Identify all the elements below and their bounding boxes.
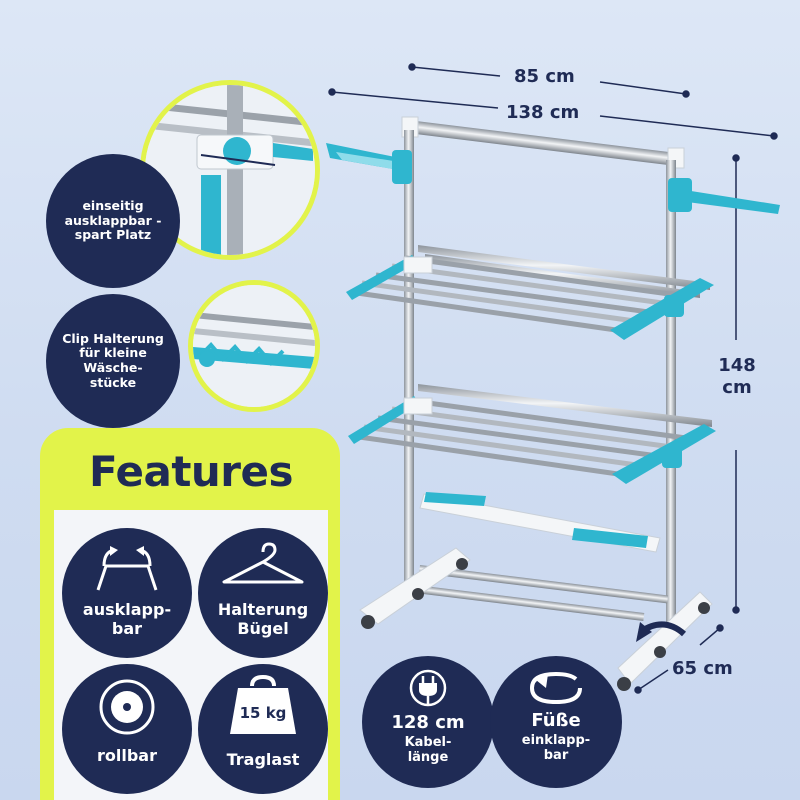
dimension-lines xyxy=(328,63,778,694)
fold-one-side-text: einseitig ausklappbar - spart Platz xyxy=(64,197,162,243)
feet-foldable-badge: Füße einklapp- bar xyxy=(490,656,622,788)
feature-load-label: Traglast xyxy=(226,750,300,769)
feature-wheels-label: rollbar xyxy=(97,746,157,765)
feature-load-value: 15 kg xyxy=(239,704,287,722)
fold-one-side-badge: einseitig ausklappbar - spart Platz xyxy=(46,154,180,288)
feet-label: einklapp- bar xyxy=(521,733,591,763)
cable-length-label: Kabel- länge xyxy=(404,735,452,765)
feature-expandable-label: ausklapp- bar xyxy=(82,600,172,639)
features-title: Features xyxy=(89,447,294,496)
dimension-depth: 65 cm xyxy=(672,658,733,679)
plug-icon xyxy=(409,669,447,707)
rotate-arrow-icon xyxy=(529,671,582,705)
expand-arrows-icon xyxy=(96,546,158,591)
feature-hanger-label: Halterung Bügel xyxy=(217,600,309,639)
clip-holder-text: Clip Halterung für kleine Wäsche- stücke xyxy=(62,330,164,390)
dimension-width-outer: 138 cm xyxy=(506,102,580,123)
feature-expandable: ausklapp- bar xyxy=(62,528,192,658)
upper-shelf xyxy=(346,245,714,340)
weight-icon xyxy=(230,674,296,734)
clip-holder-detail-icon xyxy=(193,285,315,407)
lower-shelf xyxy=(348,384,716,484)
clip-holder-badge: Clip Halterung für kleine Wäsche- stücke xyxy=(46,294,180,428)
cable-length-badge: 128 cm Kabel- länge xyxy=(362,656,494,788)
feature-load-capacity: 15 kg Traglast xyxy=(198,664,328,794)
feet-title: Füße xyxy=(531,710,581,731)
dimension-height-value: 148 cm xyxy=(718,355,756,398)
cable-length-value: 128 cm xyxy=(391,712,465,733)
hanger-icon xyxy=(222,542,304,584)
wheel-icon xyxy=(99,679,155,735)
dimension-height: 148 cm xyxy=(712,355,762,398)
dimension-width-inner: 85 cm xyxy=(514,66,575,87)
feature-hanger: Halterung Bügel xyxy=(198,528,328,658)
zoom-clip-detail xyxy=(188,280,320,412)
feature-wheels: rollbar xyxy=(62,664,192,794)
